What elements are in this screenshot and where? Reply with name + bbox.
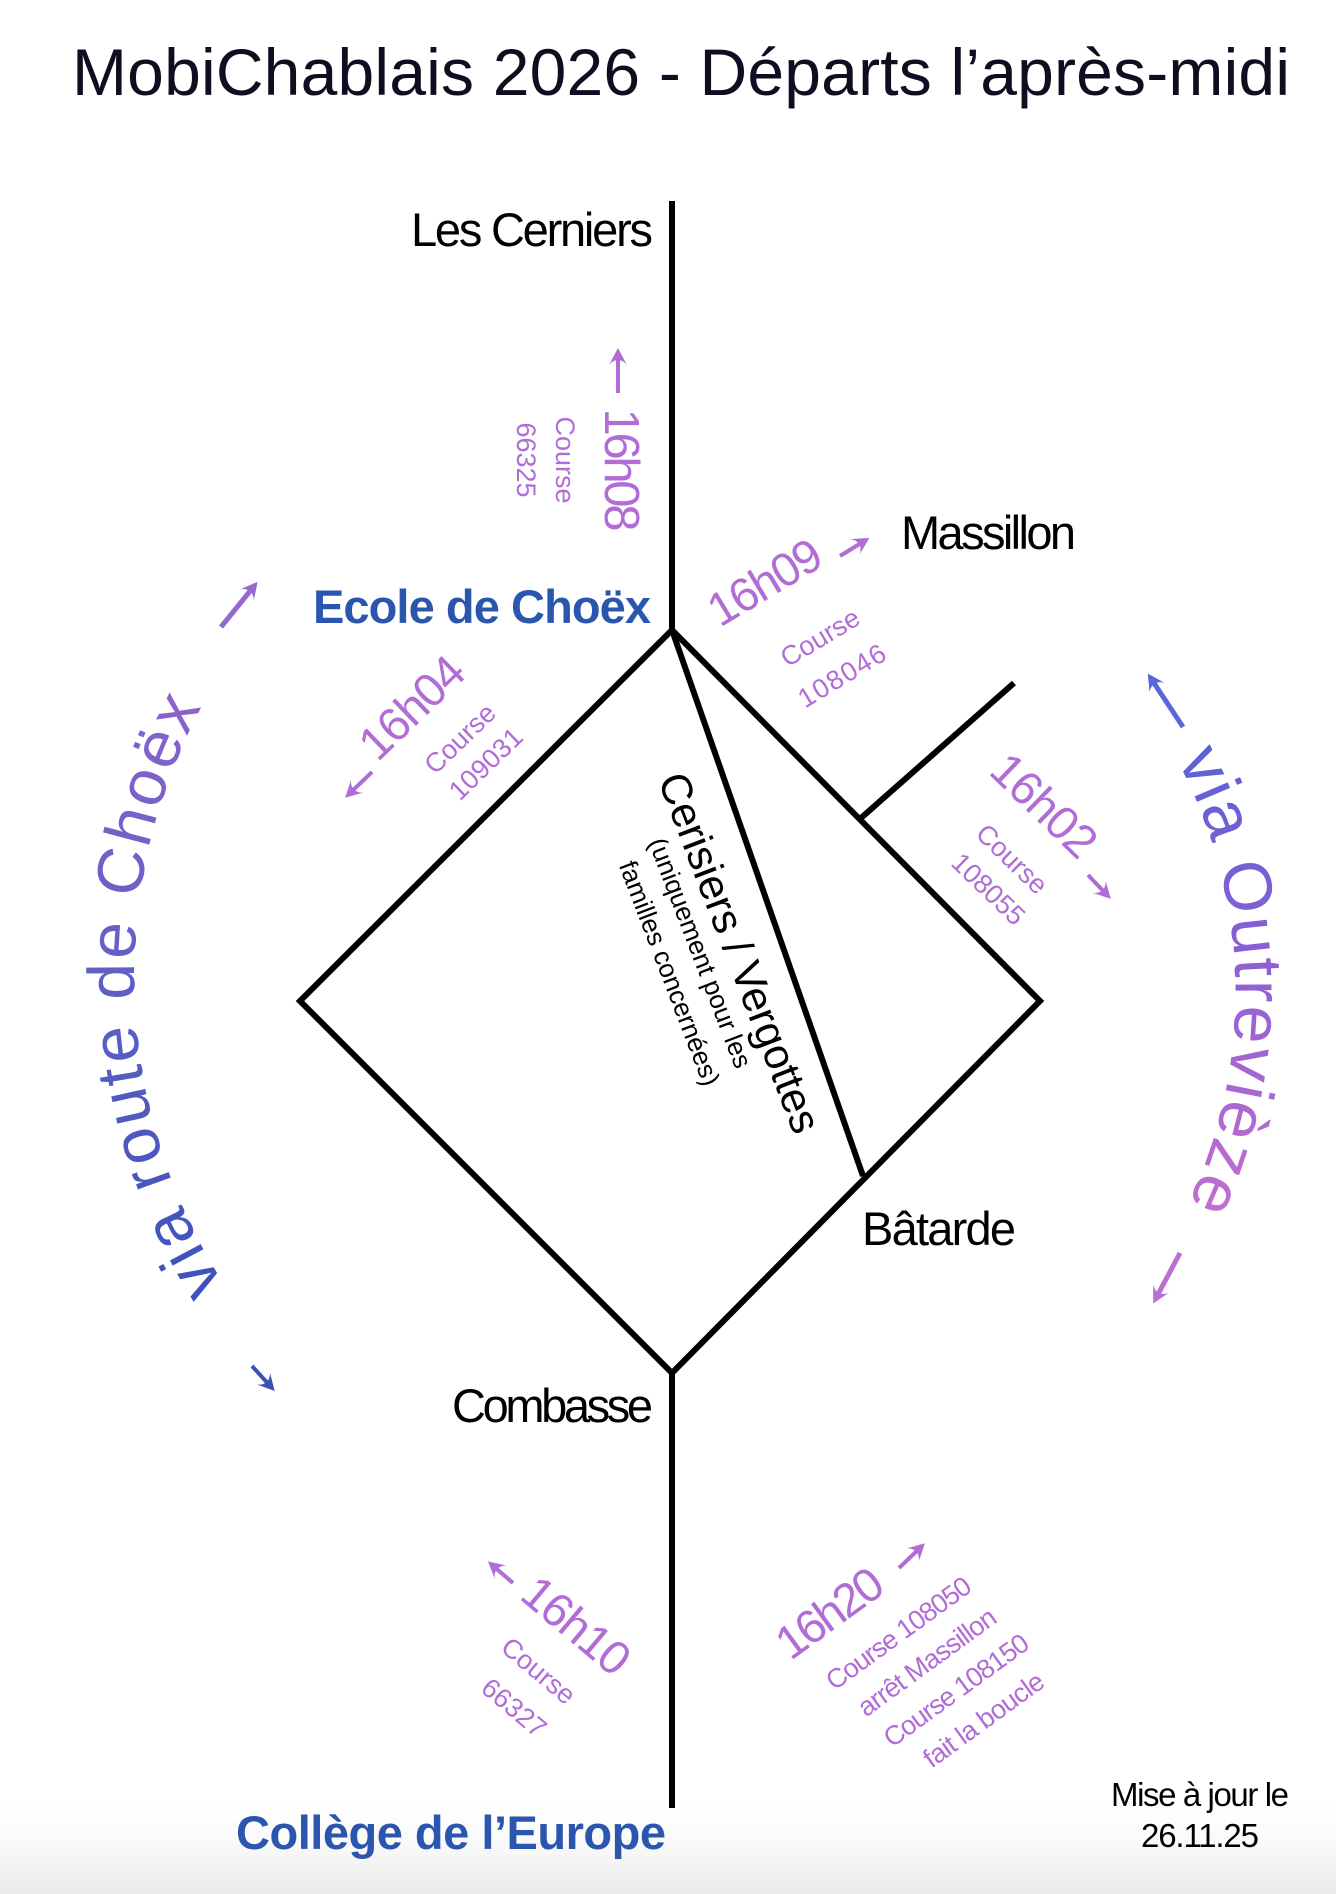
- svg-text:Ecole de Choëx: Ecole de Choëx: [313, 580, 651, 633]
- svg-text:Mise à jour le: Mise à jour le: [1111, 1776, 1289, 1813]
- svg-text:66325: 66325: [511, 422, 541, 497]
- svg-text:26.11.25: 26.11.25: [1141, 1817, 1259, 1854]
- svg-text:Bâtarde: Bâtarde: [862, 1202, 1016, 1255]
- svg-text:Massillon: Massillon: [901, 506, 1076, 559]
- svg-text:MobiChablais 2026 - Départs l’: MobiChablais 2026 - Départs l’après-midi: [72, 35, 1290, 109]
- svg-text:Combasse: Combasse: [452, 1379, 653, 1432]
- svg-text:16h08: 16h08: [594, 409, 648, 532]
- svg-text:Les Cerniers: Les Cerniers: [411, 203, 653, 256]
- svg-text:Course: Course: [550, 416, 580, 503]
- svg-text:Collège de l’Europe: Collège de l’Europe: [236, 1806, 666, 1859]
